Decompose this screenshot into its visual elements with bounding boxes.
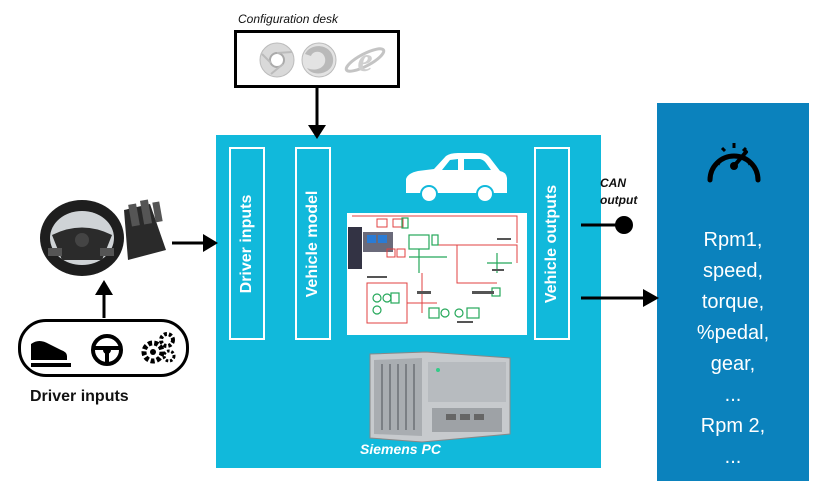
outputs-box: Rpm1, speed, torque, %pedal, gear, ... R… bbox=[657, 103, 809, 481]
driver-inputs-icons-box bbox=[18, 319, 189, 377]
can-output-label: CAN output bbox=[600, 175, 637, 209]
shoe-pedal-icon bbox=[31, 341, 71, 367]
can-output-connector bbox=[581, 216, 633, 234]
firefox-icon bbox=[301, 42, 337, 78]
speedometer-icon bbox=[707, 143, 761, 183]
output-item: gear, bbox=[710, 353, 756, 375]
output-item: speed, bbox=[702, 260, 764, 282]
configuration-desk-title: Configuration desk bbox=[238, 12, 339, 26]
driver-inputs-label: Driver inputs bbox=[30, 388, 129, 405]
arrow-outputs bbox=[581, 289, 659, 307]
driver-input-icons bbox=[31, 332, 176, 367]
vehicle-model-schematic bbox=[347, 213, 527, 335]
arrow-wheel-to-inputs bbox=[172, 234, 218, 252]
driver-inputs-panel: Driver inputs bbox=[229, 147, 265, 340]
arrow-driver-inputs-up bbox=[95, 280, 113, 318]
output-signals-list: Rpm1, speed, torque, %pedal, gear, ... R… bbox=[657, 225, 809, 473]
vehicle-outputs-panel: Vehicle outputs bbox=[534, 147, 570, 340]
siemens-pc-label: Siemens PC bbox=[360, 441, 441, 457]
schematic-graphic bbox=[348, 215, 518, 324]
steering-wheel-pedals-icon bbox=[40, 199, 166, 276]
can-output-line1: CAN bbox=[600, 176, 626, 190]
arrow-config-to-model bbox=[308, 87, 326, 139]
output-item: torque, bbox=[701, 291, 765, 313]
svg-text:e: e bbox=[357, 42, 372, 79]
can-output-line2: output bbox=[600, 193, 638, 207]
car-icon bbox=[406, 153, 507, 203]
gears-icon bbox=[141, 332, 176, 364]
camera-photo bbox=[348, 227, 362, 269]
chrome-icon bbox=[259, 42, 295, 78]
configuration-desk-box: e bbox=[234, 30, 400, 88]
output-item: %pedal, bbox=[696, 322, 770, 344]
output-item: Rpm 2, bbox=[700, 415, 766, 437]
output-item: ... bbox=[724, 446, 742, 468]
output-item: Rpm1, bbox=[703, 229, 763, 251]
ie-icon: e bbox=[344, 42, 386, 79]
siemens-pc-hardware-icon bbox=[369, 351, 511, 443]
browser-icons: e bbox=[259, 42, 386, 79]
vehicle-model-panel: Vehicle model bbox=[295, 147, 331, 340]
steering-wheel-icon bbox=[91, 334, 123, 366]
output-item: ... bbox=[724, 384, 742, 406]
